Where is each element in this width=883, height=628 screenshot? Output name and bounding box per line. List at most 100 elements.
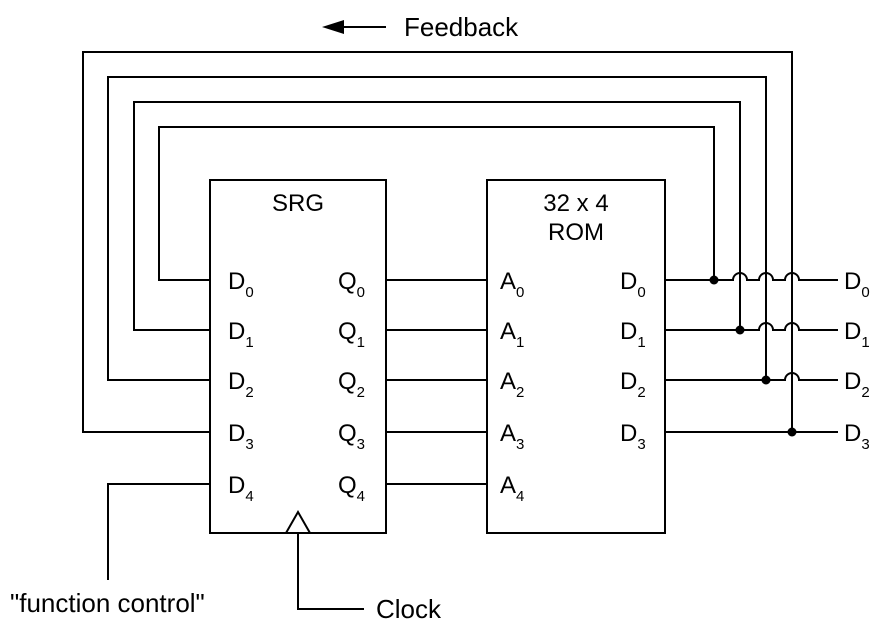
rom-data-letter: D (620, 318, 637, 345)
srg-input-letter: D (228, 268, 245, 295)
feedback-label: Feedback (404, 12, 519, 42)
rom-data-pin-1: D1 (620, 318, 646, 351)
rom-block: 32 x 4 ROM A0 A1 A2 A3 A4 D0 D1 D2 D3 (486, 179, 666, 534)
external-outputs: D0 D1 D2 D3 (844, 268, 870, 453)
external-output-2: D2 (844, 368, 870, 401)
srg-output-pin-1: Q1 (338, 318, 365, 351)
rom-address-letter: A (500, 318, 516, 345)
rom-data-pin-3: D3 (620, 420, 646, 453)
srg-output-sub: 3 (357, 436, 365, 453)
external-output-sub: 1 (861, 334, 869, 351)
srg-input-sub: 0 (245, 284, 253, 301)
rom-address-pin-0: A0 (500, 268, 524, 301)
rom-address-letter: A (500, 368, 516, 395)
srg-input-pin-2: D2 (228, 368, 254, 401)
srg-input-pin-4: D4 (228, 472, 254, 505)
srg-output-pin-0: Q0 (338, 268, 365, 301)
srg-output-letter: Q (338, 268, 357, 295)
srg-input-letter: D (228, 420, 245, 447)
rom-data-pin-0: D0 (620, 268, 646, 301)
junction-dot (709, 275, 719, 285)
external-output-sub: 0 (861, 284, 869, 301)
feedback-loop-d1 (133, 101, 741, 331)
rom-data-sub: 2 (637, 384, 645, 401)
external-output-sub: 2 (861, 384, 869, 401)
rom-address-letter: A (500, 420, 516, 447)
srg-input-pin-0: D0 (228, 268, 254, 301)
srg-output-sub: 0 (357, 284, 365, 301)
rom-title-line1: 32 x 4 (543, 190, 608, 217)
external-output-0: D0 (844, 268, 870, 301)
rom-data-letter: D (620, 268, 637, 295)
srg-output-letter: Q (338, 420, 357, 447)
rom-address-letter: A (500, 268, 516, 295)
rom-address-sub: 2 (516, 384, 524, 401)
rom-data-pin-2: D2 (620, 368, 646, 401)
rom-output-wires (665, 272, 838, 433)
external-output-letter: D (844, 368, 861, 395)
srg-output-letter: Q (338, 318, 357, 345)
rom-address-pin-2: A2 (500, 368, 524, 401)
feedback-loop-d2 (107, 76, 767, 381)
clock-label: Clock (376, 594, 442, 624)
rom-address-sub: 4 (516, 488, 524, 505)
srg-output-pin-2: Q2 (338, 368, 365, 401)
clock-wire (297, 533, 364, 610)
feedback-loop-d3 (82, 51, 793, 433)
rom-data-sub: 3 (637, 436, 645, 453)
srg-input-letter: D (228, 318, 245, 345)
srg-output-sub: 1 (357, 334, 365, 351)
junction-dot (787, 427, 797, 437)
rom-data-letter: D (620, 420, 637, 447)
rom-address-letter: A (500, 472, 516, 499)
srg-title: SRG (272, 190, 324, 217)
rom-address-sub: 1 (516, 334, 524, 351)
feedback-indicator: Feedback (322, 12, 519, 42)
external-output-sub: 3 (861, 436, 869, 453)
junctions (709, 275, 797, 437)
junction-dot (761, 375, 771, 385)
rom-address-sub: 3 (516, 436, 524, 453)
srg-box (209, 179, 387, 534)
rom-box (486, 179, 666, 534)
external-output-letter: D (844, 318, 861, 345)
srg-input-sub: 4 (245, 488, 253, 505)
srg-input-sub: 1 (245, 334, 253, 351)
rom-title-line2: ROM (548, 219, 604, 246)
srg-input-sub: 2 (245, 384, 253, 401)
srg-to-rom-wires (386, 279, 487, 485)
srg-input-letter: D (228, 472, 245, 499)
feedback-loop-d0 (158, 126, 715, 281)
srg-output-pin-3: Q3 (338, 420, 365, 453)
srg-output-letter: Q (338, 472, 357, 499)
srg-clock-triangle (285, 509, 311, 534)
srg-output-letter: Q (338, 368, 357, 395)
junction-dot (735, 325, 745, 335)
srg-input-pin-1: D1 (228, 318, 254, 351)
rom-data-sub: 0 (637, 284, 645, 301)
function-control-label: "function control" (10, 588, 205, 618)
srg-block: SRG D0 D1 D2 D3 D4 Q0 Q1 Q2 Q3 Q4 (209, 179, 387, 534)
rom-address-sub: 0 (516, 284, 524, 301)
srg-output-sub: 2 (357, 384, 365, 401)
output-wire-d0 (665, 272, 838, 281)
external-output-1: D1 (844, 318, 870, 351)
feedback-loops (82, 51, 793, 433)
output-wire-d2 (665, 372, 838, 381)
rom-address-pin-3: A3 (500, 420, 524, 453)
external-output-letter: D (844, 420, 861, 447)
rom-data-letter: D (620, 368, 637, 395)
srg-input-sub: 3 (245, 436, 253, 453)
clock: Clock (297, 533, 442, 624)
srg-output-sub: 4 (357, 488, 365, 505)
feedback-arrow-head (322, 20, 344, 34)
function-control-wire (107, 483, 210, 580)
external-output-3: D3 (844, 420, 870, 453)
rom-data-sub: 1 (637, 334, 645, 351)
function-control: "function control" (10, 483, 210, 618)
srg-output-pin-4: Q4 (338, 472, 365, 505)
external-output-letter: D (844, 268, 861, 295)
rom-address-pin-4: A4 (500, 472, 524, 505)
srg-input-pin-3: D3 (228, 420, 254, 453)
